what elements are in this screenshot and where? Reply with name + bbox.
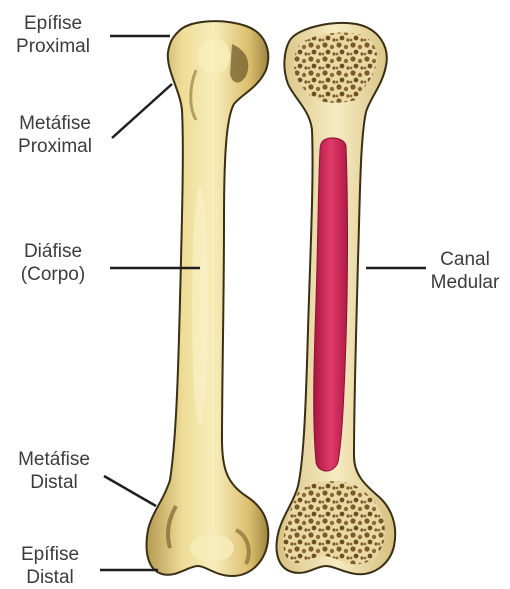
label-epifise-distal-line1: Epífise bbox=[2, 543, 98, 566]
label-metafise-distal-line1: Metáfise bbox=[4, 448, 104, 471]
label-epifise-proximal-line2: Proximal bbox=[6, 35, 100, 58]
label-canal-medular: Canal Medular bbox=[422, 248, 508, 294]
label-epifise-distal-line2: Distal bbox=[2, 566, 98, 589]
bone-external-view bbox=[147, 21, 269, 576]
label-epifise-proximal-line1: Epífise bbox=[6, 12, 100, 35]
bone-cross-section bbox=[277, 23, 396, 574]
label-metafise-proximal-line1: Metáfise bbox=[4, 112, 106, 135]
label-metafise-proximal: Metáfise Proximal bbox=[4, 112, 106, 158]
label-canal-medular-line1: Canal bbox=[422, 248, 508, 271]
medullary-canal-marrow bbox=[314, 138, 348, 471]
leader-metafise-proximal bbox=[112, 84, 172, 138]
leader-metafise-distal bbox=[104, 476, 156, 506]
label-diafise: Diáfise (Corpo) bbox=[4, 240, 102, 286]
label-epifise-distal: Epífise Distal bbox=[2, 543, 98, 589]
label-diafise-line1: Diáfise bbox=[4, 240, 102, 263]
label-diafise-line2: (Corpo) bbox=[4, 263, 102, 286]
label-metafise-distal: Metáfise Distal bbox=[4, 448, 104, 494]
label-metafise-distal-line2: Distal bbox=[4, 471, 104, 494]
label-canal-medular-line2: Medular bbox=[422, 271, 508, 294]
label-epifise-proximal: Epífise Proximal bbox=[6, 12, 100, 58]
leader-lines bbox=[100, 36, 426, 570]
label-metafise-proximal-line2: Proximal bbox=[4, 135, 106, 158]
